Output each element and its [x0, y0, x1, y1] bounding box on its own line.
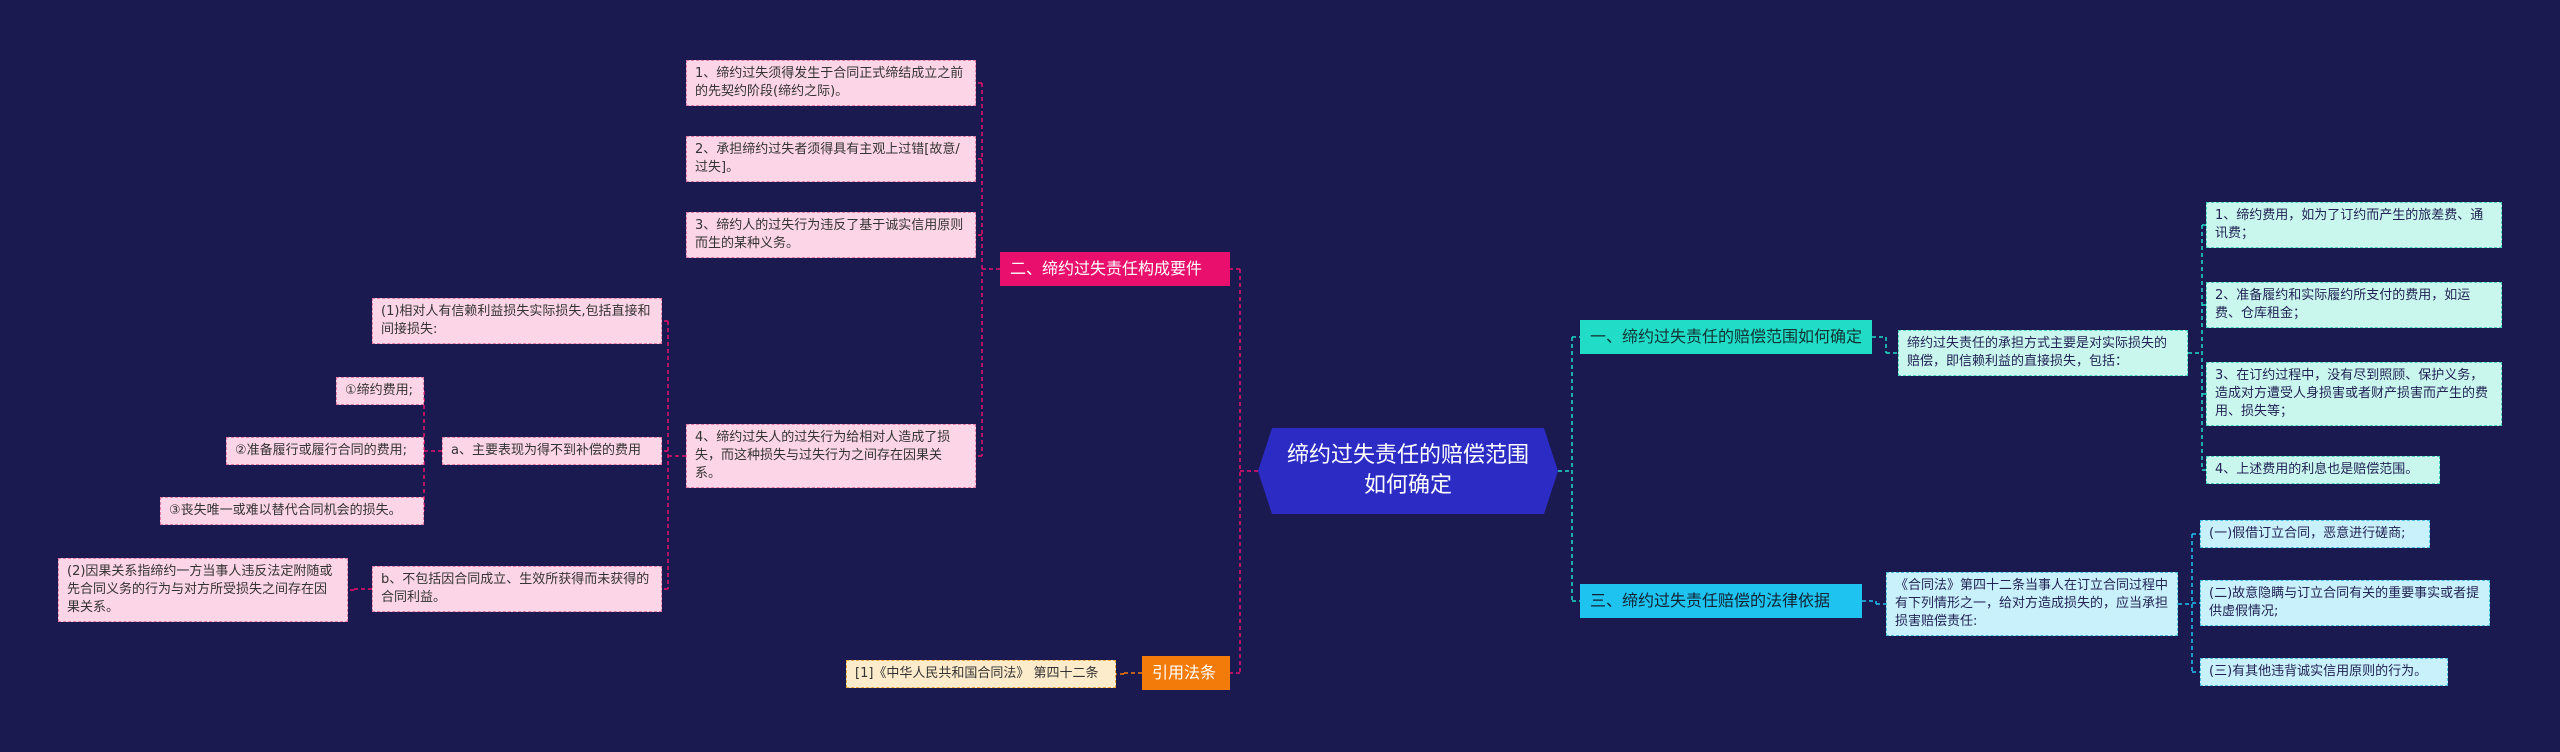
scope-mid[interactable]: 缔约过失责任的承担方式主要是对实际损失的赔偿，即信赖利益的直接损失，包括：: [1898, 330, 2188, 376]
branch-scope[interactable]: 一、缔约过失责任的赔偿范围如何确定: [1580, 320, 1872, 354]
branch-law-label: 引用法条: [1152, 663, 1217, 682]
basis-item-3[interactable]: (三)有其他违背诚实信用原则的行为。: [2200, 658, 2448, 686]
sub-a-item-3[interactable]: ③丧失唯一或难以替代合同机会的损失。: [160, 497, 424, 525]
basis-item-2[interactable]: (二)故意隐瞒与订立合同有关的重要事实或者提供虚假情况;: [2200, 580, 2490, 626]
elements-item-1[interactable]: 1、缔约过失须得发生于合同正式缔结成立之前的先契约阶段(缔约之际)。: [686, 60, 976, 106]
elements-item-3[interactable]: 3、缔约人的过失行为违反了基于诚实信用原则而生的某种义务。: [686, 212, 976, 258]
branch-basis-label: 三、缔约过失责任赔偿的法律依据: [1590, 591, 1831, 610]
sub-a-node[interactable]: a、主要表现为得不到补偿的费用: [442, 437, 662, 465]
root-node[interactable]: 缔约过失责任的赔偿范围如何确定: [1258, 428, 1558, 514]
sub-b-item-1[interactable]: (2)因果关系指缔约一方当事人违反法定附随或先合同义务的行为与对方所受损失之间存…: [58, 558, 348, 622]
branch-scope-label: 一、缔约过失责任的赔偿范围如何确定: [1590, 327, 1863, 346]
sub-a-item-1[interactable]: ①缔约费用;: [336, 377, 424, 405]
elements-item-4[interactable]: 4、缔约过失人的过失行为给相对人造成了损失，而这种损失与过失行为之间存在因果关系…: [686, 424, 976, 488]
scope-item-1[interactable]: 1、缔约费用，如为了订约而产生的旅差费、通讯费；: [2206, 202, 2502, 248]
sub-b-node[interactable]: b、不包括因合同成立、生效所获得而未获得的合同利益。: [372, 566, 662, 612]
sub-a-item-2[interactable]: ②准备履行或履行合同的费用;: [226, 437, 424, 465]
scope-item-2[interactable]: 2、准备履约和实际履约所支付的费用，如运费、仓库租金；: [2206, 282, 2502, 328]
scope-item-3[interactable]: 3、在订约过程中，没有尽到照顾、保护义务，造成对方遭受人身损害或者财产损害而产生…: [2206, 362, 2502, 426]
branch-law[interactable]: 引用法条: [1142, 656, 1230, 690]
loss-note-1[interactable]: (1)相对人有信赖利益损失实际损失,包括直接和间接损失:: [372, 298, 662, 344]
root-title: 缔约过失责任的赔偿范围如何确定: [1286, 443, 1529, 498]
elements-item-2[interactable]: 2、承担缔约过失者须得具有主观上过错[故意/过失]。: [686, 136, 976, 182]
law-item-1[interactable]: [1]《中华人民共和国合同法》 第四十二条: [846, 660, 1116, 688]
scope-item-4[interactable]: 4、上述费用的利息也是赔偿范围。: [2206, 456, 2440, 484]
branch-elements-label: 二、缔约过失责任构成要件: [1010, 259, 1203, 278]
branch-basis[interactable]: 三、缔约过失责任赔偿的法律依据: [1580, 584, 1862, 618]
basis-item-1[interactable]: (一)假借订立合同，恶意进行磋商;: [2200, 520, 2430, 548]
branch-elements[interactable]: 二、缔约过失责任构成要件: [1000, 252, 1230, 286]
basis-mid[interactable]: 《合同法》第四十二条当事人在订立合同过程中有下列情形之一，给对方造成损失的，应当…: [1886, 572, 2178, 636]
